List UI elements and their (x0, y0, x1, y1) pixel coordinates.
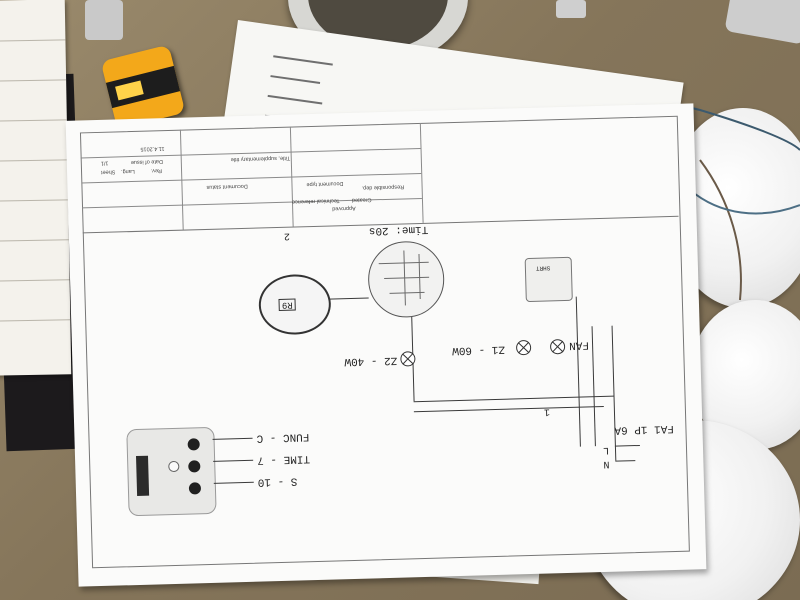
fan-label: FAN (568, 338, 590, 351)
document-type-label: Document type (306, 180, 344, 188)
plastic-clip (85, 0, 123, 40)
title-label: Title, supplementary title (230, 154, 291, 163)
sheet-value: 1/1 (100, 159, 109, 166)
z2-label: Z2 - 40W (344, 353, 398, 368)
l-label: L (602, 443, 610, 455)
time-setting-label: TIME - 7 (256, 452, 311, 466)
func-label: FUNC - C (256, 430, 310, 444)
z1-label: Z1 - 60W (452, 342, 506, 357)
relay-label: SHRT (535, 264, 551, 272)
approved-label: Approved (332, 204, 356, 212)
time-label: Time: 20s (368, 222, 429, 237)
document-status-label: Document status (206, 182, 248, 190)
plastic-clip (556, 0, 586, 18)
wiring-schematic-sheet: Approved Document status Document type C… (65, 103, 707, 587)
date-of-issue-label: Date of issue (130, 158, 163, 166)
thermostat-unit (126, 426, 217, 517)
lang-label: Lang. (120, 167, 135, 175)
technical-reference-label: Technical reference (291, 197, 340, 205)
title-block: Approved Document status Document type C… (79, 115, 679, 234)
fuse-label: FA1 1P 6A (614, 421, 675, 436)
sheet-label: Sheet (100, 168, 116, 175)
rev-label: Rev. (150, 167, 163, 174)
connector-chip-label: R9 (278, 298, 296, 311)
created-label: Created (351, 196, 372, 203)
connector-number: 2 (283, 229, 291, 241)
date-value: 11.4.2015 (140, 145, 165, 152)
responsible-dep-label: Responsible dep. (361, 183, 405, 191)
s-setting-label: S - 10 (257, 474, 298, 488)
node-label: 1 (543, 405, 551, 417)
relay-module: SHRT (524, 256, 573, 303)
n-label: N (603, 457, 610, 469)
